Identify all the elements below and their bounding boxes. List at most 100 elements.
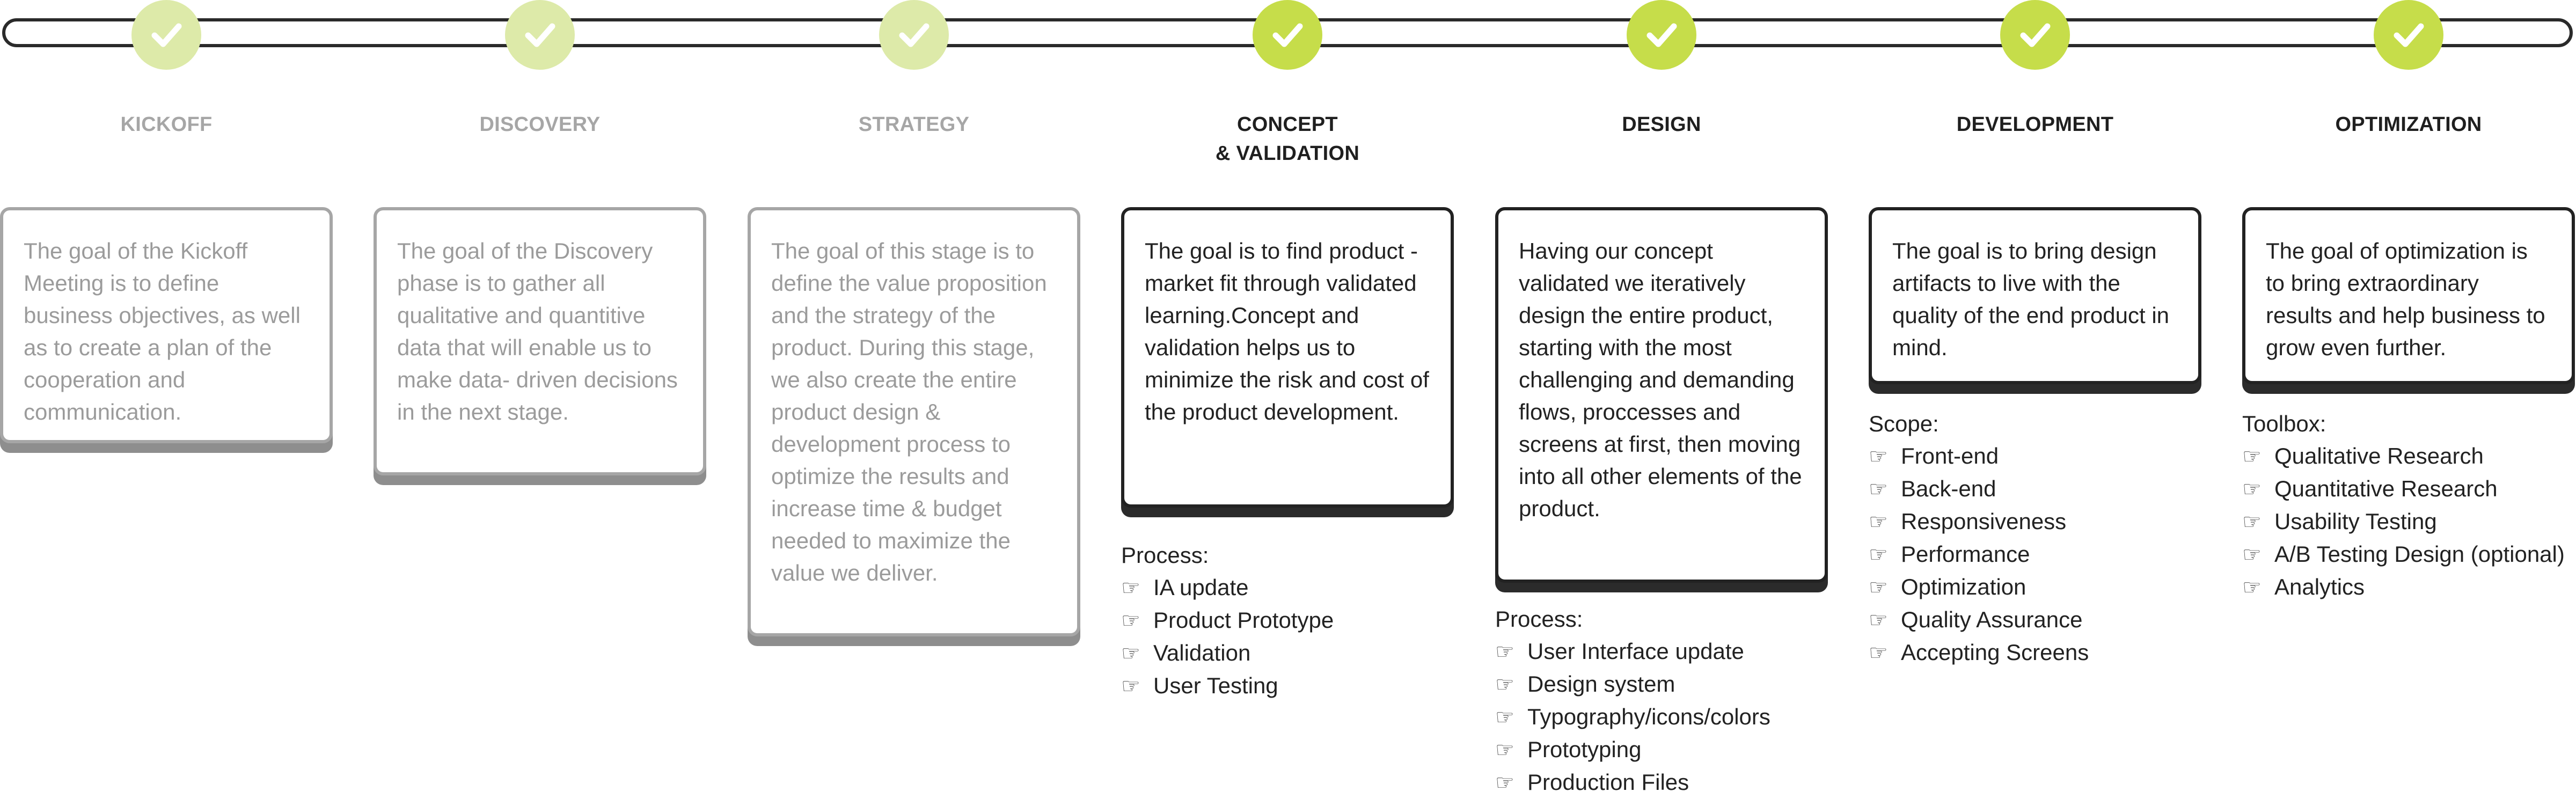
stage-title-line: DESIGN xyxy=(1622,113,1701,136)
stage-title: CONCEPT & VALIDATION xyxy=(1121,110,1454,168)
checkmark-icon xyxy=(1253,0,1322,70)
checkmark-icon xyxy=(879,0,949,70)
pointing-hand-icon: ☞ xyxy=(2242,478,2262,501)
detail-item: ☞ Front-end xyxy=(1869,440,2201,473)
stage-card: The goal is to bring design artifacts to… xyxy=(1869,207,2201,384)
stage-card: The goal of optimization is to bring ext… xyxy=(2242,207,2575,384)
stage-title: DESIGN xyxy=(1495,110,1828,139)
pointing-hand-icon: ☞ xyxy=(1495,640,1514,664)
detail-item-label: Design system xyxy=(1527,671,1675,697)
detail-item-label: Responsiveness xyxy=(1901,509,2067,534)
detail-item: ☞ Quality Assurance xyxy=(1869,604,2201,636)
stage-title-line: STRATEGY xyxy=(858,113,970,136)
detail-item: ☞ Product Prototype xyxy=(1121,604,1454,637)
detail-item: ☞ Analytics xyxy=(2242,571,2575,604)
checkmark-icon xyxy=(131,0,201,70)
stage-detail-list: Scope: ☞ Front-end ☞ Back-end ☞ Responsiveness… xyxy=(1869,408,2201,669)
detail-item: ☞ Back-end xyxy=(1869,473,2201,505)
stage-title-line: KICKOFF xyxy=(120,113,213,136)
detail-heading: Process: xyxy=(1495,606,1583,632)
pointing-hand-icon: ☞ xyxy=(1121,675,1140,698)
detail-item-label: Prototyping xyxy=(1527,737,1642,762)
detail-item: ☞ Prototyping xyxy=(1495,734,1828,766)
pointing-hand-icon: ☞ xyxy=(1121,576,1140,600)
detail-item: ☞Usability Testing xyxy=(2242,505,2575,538)
detail-item-label: Quantitative Research xyxy=(2274,476,2498,501)
stage-detail-list: Process: ☞ User Interface update ☞ Design sy… xyxy=(1495,603,1828,799)
pointing-hand-icon: ☞ xyxy=(1495,706,1514,729)
stage-title: KICKOFF xyxy=(0,110,333,139)
pointing-hand-icon: ☞ xyxy=(1869,445,1888,468)
detail-item: ☞Optimization xyxy=(1869,571,2201,604)
detail-item-label: Front-end xyxy=(1901,443,1999,468)
checkmark-icon xyxy=(2374,0,2443,70)
pointing-hand-icon: ☞ xyxy=(1121,642,1140,665)
detail-item-label: Quality Assurance xyxy=(1901,607,2083,632)
stage-title: STRATEGY xyxy=(748,110,1080,139)
detail-item: ☞ Design system xyxy=(1495,668,1828,701)
pointing-hand-icon: ☞ xyxy=(1869,641,1888,665)
detail-item: ☞Performance xyxy=(1869,538,2201,571)
stage-card: The goal of this stage is to define the … xyxy=(748,207,1080,636)
stage-description: The goal is to find product - market fit… xyxy=(1145,238,1429,424)
detail-item-label: User Testing xyxy=(1153,673,1278,698)
stage-title-line: & VALIDATION xyxy=(1215,142,1360,165)
pointing-hand-icon: ☞ xyxy=(1495,738,1514,762)
detail-item: ☞ Accepting Screens xyxy=(1869,636,2201,669)
stage-detail-list: Process: ☞ IA update ☞ Product Prototype ☞ Val… xyxy=(1121,539,1454,702)
detail-item-label: Typography/icons/colors xyxy=(1527,704,1770,729)
pointing-hand-icon: ☞ xyxy=(1869,609,1888,632)
detail-item: ☞ Qualitative Research xyxy=(2242,440,2575,473)
detail-item: ☞ User Interface update xyxy=(1495,635,1828,668)
stage-detail-list: Toolbox:☞Qualitative Research☞Quantitati… xyxy=(2242,408,2575,604)
pointing-hand-icon: ☞ xyxy=(1869,478,1888,501)
detail-item: ☞A/B Testing Design (optional) xyxy=(2242,538,2575,571)
detail-item: ☞ Typography/icons/colors xyxy=(1495,701,1828,734)
detail-item: ☞ IA update xyxy=(1121,571,1454,604)
checkmark-icon xyxy=(2000,0,2070,70)
stage-description: The goal of the Kickoff Meeting is to de… xyxy=(24,238,301,424)
detail-item-label: A/B Testing Design (optional) xyxy=(2274,541,2565,567)
detail-item: ☞ Validation xyxy=(1121,637,1454,670)
stage-description: The goal of this stage is to define the … xyxy=(771,238,1047,585)
stage-title: OPTIMIZATION xyxy=(2242,110,2575,139)
detail-item-label: Accepting Screens xyxy=(1901,640,2089,665)
pointing-hand-icon: ☞ xyxy=(1121,609,1140,633)
checkmark-icon xyxy=(505,0,575,70)
pointing-hand-icon: ☞ xyxy=(2242,445,2262,468)
detail-item: ☞ User Testing xyxy=(1121,670,1454,702)
detail-item-label: Product Prototype xyxy=(1153,607,1334,633)
stage-card: The goal of the Discovery phase is to ga… xyxy=(374,207,706,475)
detail-item-label: Analytics xyxy=(2274,574,2365,599)
pointing-hand-icon: ☞ xyxy=(2242,510,2262,534)
stage-title: DISCOVERY xyxy=(374,110,706,139)
pointing-hand-icon: ☞ xyxy=(2242,576,2262,599)
checkmark-icon xyxy=(1627,0,1696,70)
detail-item: ☞ Responsiveness xyxy=(1869,505,2201,538)
detail-item-label: IA update xyxy=(1153,575,1249,600)
detail-heading: Process: xyxy=(1121,543,1209,568)
stage-title-line: CONCEPT xyxy=(1237,113,1338,136)
detail-item-label: Qualitative Research xyxy=(2274,443,2484,468)
stage-title-line: DEVELOPMENT xyxy=(1956,113,2114,136)
stage-description: The goal of optimization is to bring ext… xyxy=(2266,238,2545,360)
detail-item: ☞Production Files xyxy=(1495,766,1828,799)
stage-description: The goal is to bring design artifacts to… xyxy=(1892,238,2170,360)
detail-heading: Scope: xyxy=(1869,411,1939,436)
pointing-hand-icon: ☞ xyxy=(1869,543,1888,567)
detail-item-label: Validation xyxy=(1153,640,1251,665)
stage-title-line: DISCOVERY xyxy=(479,113,601,136)
detail-item-label: User Interface update xyxy=(1527,639,1744,664)
pointing-hand-icon: ☞ xyxy=(1495,673,1514,697)
detail-item-label: Optimization xyxy=(1901,574,2026,599)
stage-card: The goal of the Kickoff Meeting is to de… xyxy=(0,207,333,443)
stage-description: The goal of the Discovery phase is to ga… xyxy=(397,238,678,424)
detail-item-label: Production Files xyxy=(1527,769,1689,795)
detail-item-label: Back-end xyxy=(1901,476,1996,501)
stage-card: Having our concept validated we iterativ… xyxy=(1495,207,1828,583)
pointing-hand-icon: ☞ xyxy=(1869,510,1888,534)
stage-description: Having our concept validated we iterativ… xyxy=(1519,238,1802,521)
stage-card: The goal is to find product - market fit… xyxy=(1121,207,1454,508)
stage-title-line: OPTIMIZATION xyxy=(2335,113,2482,136)
